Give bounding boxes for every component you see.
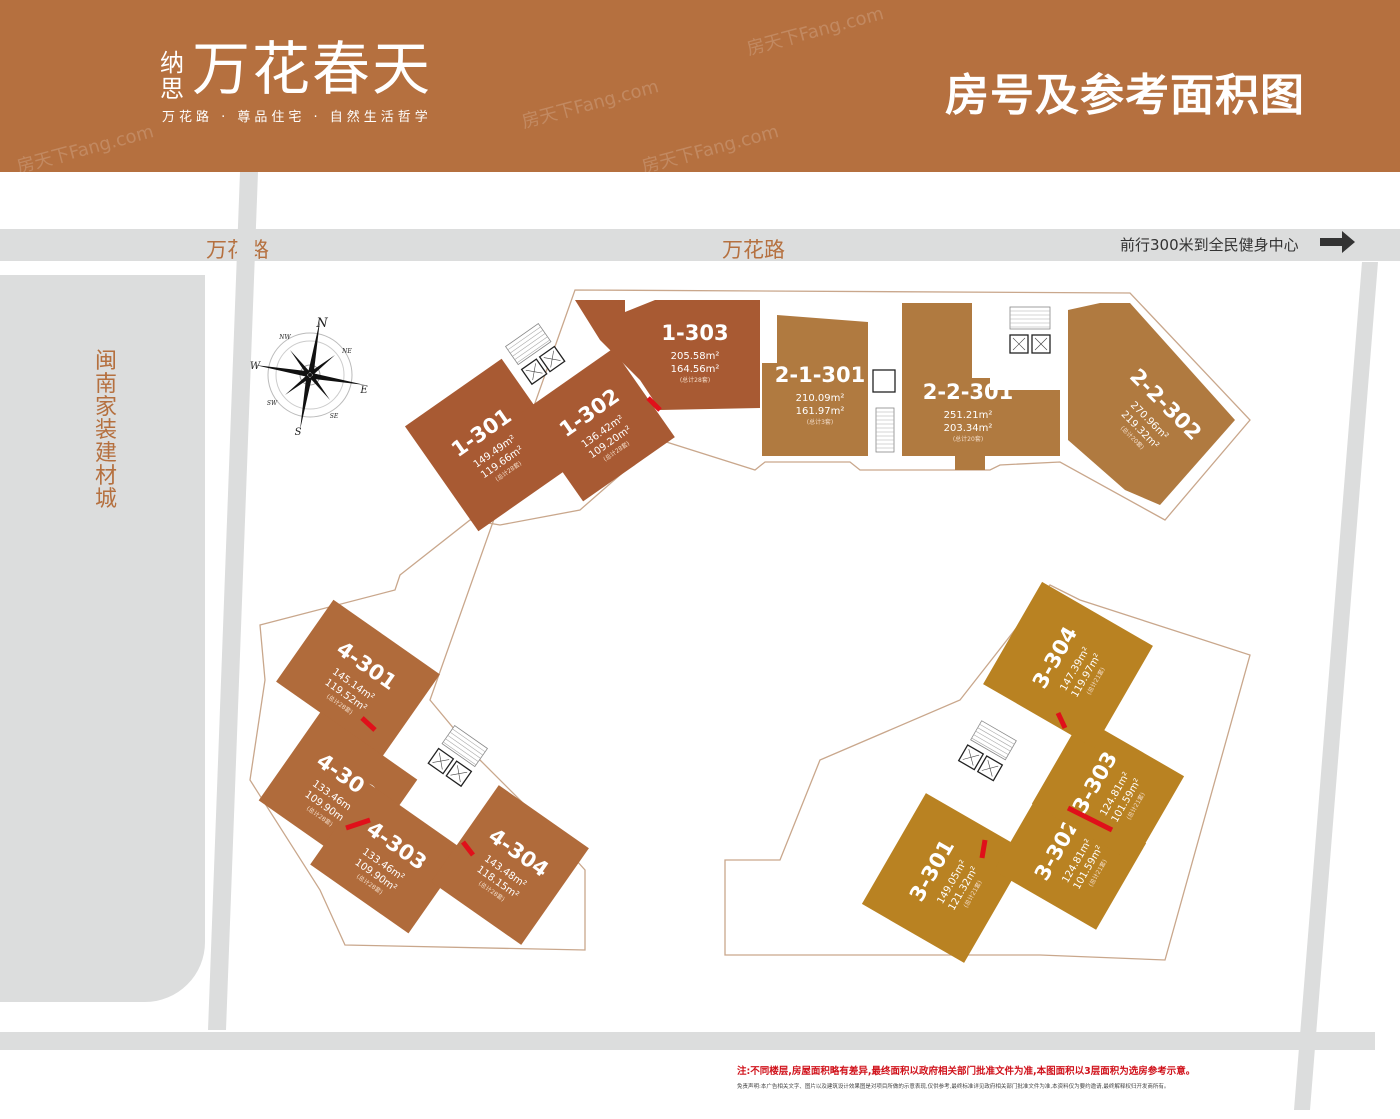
unit-shape [762,315,868,456]
unit-area-total: 210.09m² [796,393,845,404]
unit-area-inner: 164.56m² [671,364,720,375]
wall-marker [345,817,371,831]
compass-label-n: N [315,316,328,331]
elevator-stair-core-icon [427,725,489,788]
compass-label-ne: NE [341,348,352,355]
elevator-stair-core-icon [1009,306,1051,354]
unit-number: 2-1-301 [775,363,866,387]
unit-shape [404,358,576,532]
wall-marker [360,716,377,732]
brand-slogan: 万花路 · 尊品住宅 · 自然生活哲学 [162,110,432,125]
unit-shape [575,300,760,410]
unit-count: (总计3套) [807,418,834,426]
wall-marker [979,839,988,859]
unit-area-inner: 203.34m² [944,423,993,434]
compass-label-se: SE [330,413,339,420]
unit-shape [902,303,1060,470]
road-label: 万花路 [722,238,785,262]
brand-prefix: 纳思 [160,49,184,103]
direction-text: 前行300米到全民健身中心 [1120,236,1299,254]
disclaimer: 免责声明:本广告相关文字、图片以及建筑设计效果图是对项目所做的示意表现,仅供参考… [737,1084,1170,1090]
elevator-stair-core-icon [957,720,1017,782]
unit-number: 2-2-301 [923,380,1014,404]
unit-shape [1068,303,1235,505]
unit-2-2-301[interactable]: 2-2-301 251.21m² 203.34m²(总计20套) [902,303,1060,470]
unit-1-303[interactable]: 1-303 205.58m² 164.56m²(总计28套) [575,300,760,410]
side-block-label: 闽南家装建材城 [94,349,117,512]
page-title: 房号及参考面积图 [945,70,1305,121]
unit-shape [310,782,466,934]
side-building-block [0,275,205,1002]
unit-area-total: 205.58m² [671,351,720,362]
compass-label-nw: NW [278,334,291,341]
unit-shape [431,785,589,945]
compass-label-sw: SW [267,400,278,407]
wall-marker [646,396,662,412]
elevator-stair-core-icon [504,323,566,386]
unit-number: 1-303 [661,321,728,345]
unit-shape [1031,717,1185,863]
wall-marker [1055,711,1068,730]
side-road [208,172,258,1030]
unit-area-total: 251.21m² [944,410,993,421]
elevator-stair-core-icon [872,369,896,453]
unit-shape [983,581,1153,749]
wall-marker [1066,805,1114,833]
brand-logo-name: 万花春天 [192,35,433,103]
top-road [0,229,1400,261]
side-road [1294,262,1378,1110]
site-outline-east [724,584,1251,961]
area-note: 注:不同楼层,房屋面积略有差异,最终面积以政府相关部门批准文件为准,本图面积以3… [737,1066,1196,1077]
unit-count: (总计28套) [680,376,710,384]
header-banner: 房天下Fang.com 房天下Fang.com 房天下Fang.com 房天下F… [0,0,1400,172]
arrow-right-icon [1320,231,1355,253]
compass-label-s: S [295,427,302,438]
unit-2-1-301[interactable]: 2-1-301 210.09m² 161.97m²(总计3套) [762,315,868,456]
unit-shape [521,348,675,502]
unit-shape [861,793,1029,963]
compass-label-w: W [250,361,261,372]
unit-count: (总计20套) [953,435,983,443]
unit-area-inner: 161.97m² [796,406,845,417]
unit-shape [993,784,1147,930]
bottom-road [0,1032,1375,1050]
wall-marker [461,840,475,857]
unit-shape [276,599,440,757]
compass-label-e: E [359,385,368,396]
